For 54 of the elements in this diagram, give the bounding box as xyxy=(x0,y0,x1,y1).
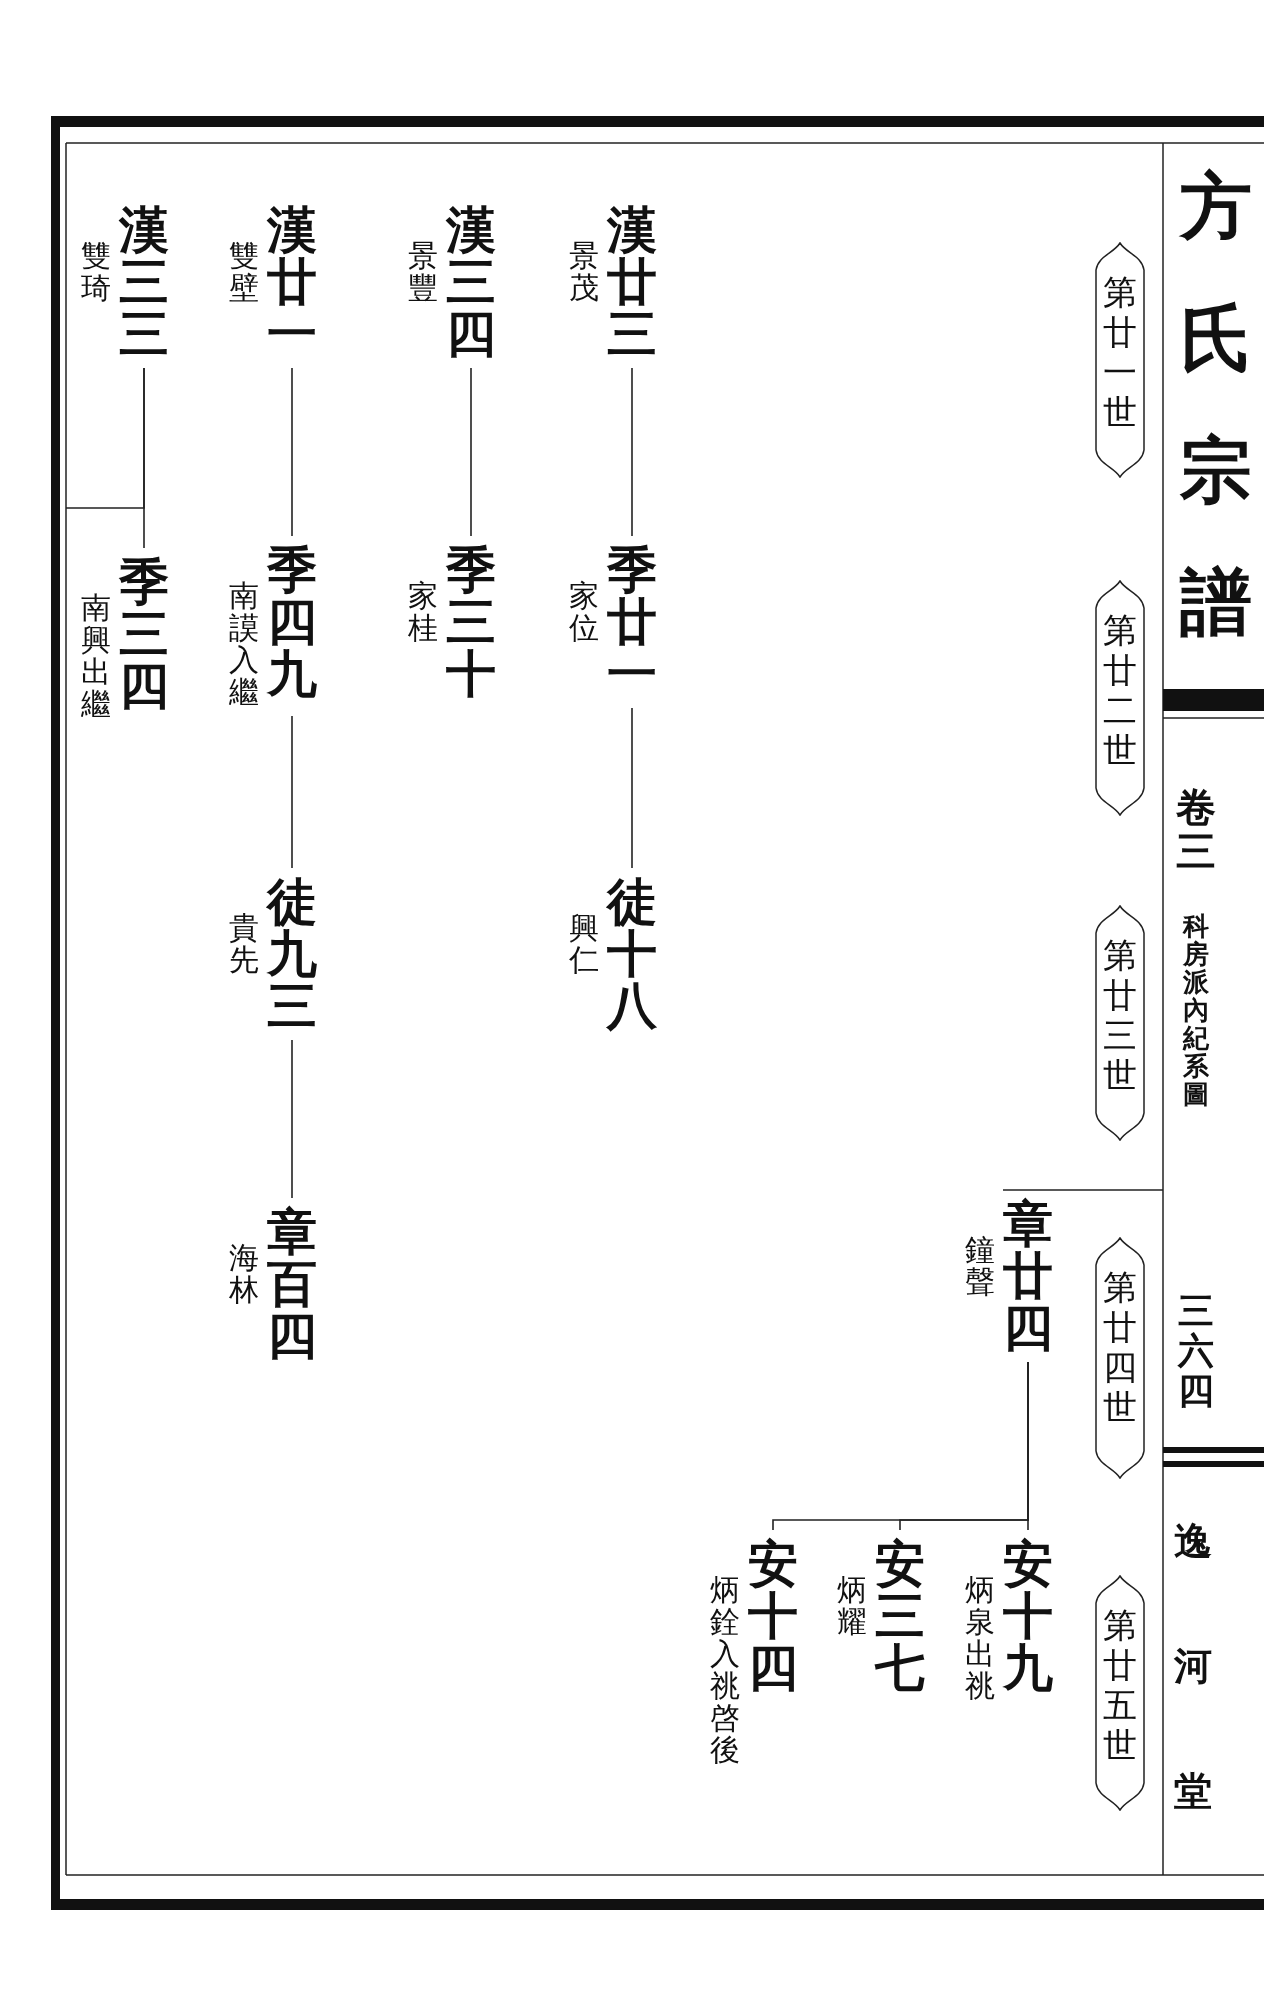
name-text: 漢廿三 xyxy=(607,204,657,360)
generation-label: 第廿一世 xyxy=(1103,271,1137,432)
name-text: 漢廿一 xyxy=(267,204,317,360)
lineage-line xyxy=(291,367,293,537)
lineage-line xyxy=(1002,1189,1164,1191)
name-text: 徒十八 xyxy=(607,876,657,1032)
note-text: 家位 xyxy=(569,580,599,644)
section-title: 科房派內紀系圖 xyxy=(1183,912,1209,1108)
name-text: 徒九三 xyxy=(267,876,317,1032)
lineage-line xyxy=(772,1361,1029,1531)
lineage-line xyxy=(631,367,633,537)
generation-badge xyxy=(1092,1575,1148,1811)
note-text: 家桂 xyxy=(408,580,438,644)
name-text: 章廿四 xyxy=(1003,1198,1053,1354)
note-text: 南謨入繼 xyxy=(229,580,259,708)
note-text: 南興出繼 xyxy=(81,592,111,720)
note-text: 炳泉出祧 xyxy=(965,1574,995,1702)
name-text: 章百四 xyxy=(267,1206,317,1362)
lineage-line xyxy=(65,367,145,509)
name-text: 安十九 xyxy=(1003,1538,1053,1694)
note-text: 景豐 xyxy=(408,240,438,304)
hall-name: 逸河堂 xyxy=(1174,1517,1212,1815)
generation-badge xyxy=(1092,905,1148,1141)
name-text: 安十四 xyxy=(748,1538,798,1694)
generation-badge xyxy=(1092,580,1148,816)
generation-badge xyxy=(1092,1237,1148,1479)
lineage-line xyxy=(291,715,293,869)
title: 方氏宗譜 xyxy=(1180,162,1252,646)
note-text: 雙琦 xyxy=(81,240,111,304)
page-number: 三六四 xyxy=(1178,1290,1214,1410)
generation-label: 第廿二世 xyxy=(1103,609,1137,770)
lineage-line xyxy=(291,1039,293,1199)
volume-label: 卷三 xyxy=(1176,785,1216,873)
lineage-line xyxy=(631,707,633,869)
name-text: 季三十 xyxy=(446,544,496,700)
generation-badge xyxy=(1092,242,1148,478)
note-text: 鐘聲 xyxy=(965,1234,995,1298)
generation-label: 第廿三世 xyxy=(1103,934,1137,1095)
name-text: 安三七 xyxy=(875,1538,925,1694)
name-text: 漢三三 xyxy=(119,204,169,360)
note-text: 雙壁 xyxy=(229,240,259,304)
name-text: 漢三四 xyxy=(446,204,496,360)
note-text: 炳銓入祧啓後 xyxy=(710,1574,740,1766)
name-text: 季三四 xyxy=(119,556,169,712)
generation-label: 第廿四世 xyxy=(1103,1266,1137,1427)
name-text: 季四九 xyxy=(267,544,317,700)
name-text: 季廿一 xyxy=(607,544,657,700)
lineage-line xyxy=(470,367,472,537)
note-text: 貴先 xyxy=(229,912,259,976)
note-text: 海林 xyxy=(229,1242,259,1306)
note-text: 景茂 xyxy=(569,240,599,304)
generation-label: 第廿五世 xyxy=(1103,1604,1137,1765)
note-text: 炳耀 xyxy=(837,1574,867,1638)
note-text: 興仁 xyxy=(569,912,599,976)
